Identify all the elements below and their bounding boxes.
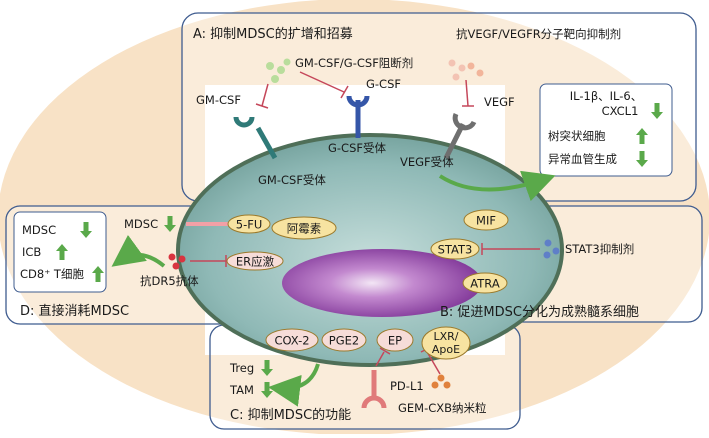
oval-5fu [227, 214, 271, 234]
oval-cox2-label: COX-2 [274, 333, 309, 347]
oval-lxr-apoe-label-2: ApoE [432, 343, 460, 356]
oval-doxorubicin-label: 阿霉素 [287, 221, 322, 235]
stat3-inhibitor-label: STAT3抑制剂 [565, 242, 634, 256]
gmcsf-receptor-label: GM-CSF受体 [258, 173, 326, 187]
vegf-ligand-dots [467, 62, 484, 77]
oval-ep [376, 328, 414, 352]
gcsf-label: G-CSF [366, 77, 401, 91]
oval-pge2-label: PGE2 [329, 333, 359, 347]
oval-mif-label: MIF [476, 213, 496, 227]
oval-atra-label: ATRA [470, 276, 500, 290]
gmcsf-label: GM-CSF [196, 93, 241, 107]
oval-cox2 [265, 328, 319, 352]
mdsc-nucleus [282, 249, 482, 317]
oval-atra [462, 272, 508, 294]
oval-5fu-label: 5-FU [236, 217, 263, 231]
oval-pge2 [321, 328, 367, 352]
oval-ep-label: EP [388, 333, 402, 347]
panel-d-effect-0-arrow [80, 222, 92, 238]
vegf-to-effects-arrow [438, 170, 556, 202]
antibody-to-er-inhibit [190, 255, 227, 267]
panel-d-effect-0: MDSC [22, 223, 56, 237]
panel-c-title: C: 抑制MDSC的功能 [230, 407, 351, 423]
oval-lxr-apoe-label-1: LXR/ [433, 330, 458, 343]
panel-a-effect-3: 异常血管生成 [548, 152, 617, 166]
oval-doxorubicin [271, 216, 337, 240]
panel-a-effect-1-arrow [651, 103, 663, 119]
ep-to-pdl1-inhibit [375, 347, 391, 367]
panel-a-effect-2-arrow [636, 128, 648, 144]
pdl1-label: PD-L1 [390, 379, 424, 393]
panel-a-effect-2: 树突状细胞 [548, 129, 606, 143]
panel-a-effect-3-arrow [636, 151, 648, 167]
vegf-receptor-label: VEGF受体 [400, 155, 454, 169]
panel-d-effect-2: CD8⁺ T细胞 [20, 267, 84, 281]
oval-stat3-label: STAT3 [438, 242, 473, 256]
oval-er-stress-label: ER应激 [236, 254, 275, 268]
panel-d-effect-2-arrow [92, 266, 104, 282]
panel-d-title: D: 直接消耗MDSC [20, 303, 129, 319]
oval-mif [463, 209, 509, 231]
pdl1-receptor [361, 370, 387, 409]
panel-c-effect-1: TAM [229, 383, 254, 397]
panel-a-effects-box [539, 83, 673, 177]
panel-d-mdsc-arrow [164, 216, 176, 232]
pge2-to-effects-arrow [268, 363, 320, 407]
panel-d-effect-1: ICB [22, 245, 41, 259]
panel-d-mdsc-label: MDSC [124, 217, 158, 231]
oval-er-stress [226, 251, 284, 271]
nano-dots [431, 374, 451, 389]
oval-lxr-apoe [421, 326, 471, 360]
vegf-receptor [443, 112, 477, 160]
panel-c-effect-0-arrow [261, 360, 273, 376]
gmcsf-ligand-dots [266, 58, 291, 83]
gmcsf-receptor [233, 116, 278, 160]
anti-vegf-label: 抗VEGF/VEGFR分子靶向抑制剂 [456, 27, 621, 41]
stat3-inhibit-line [481, 243, 540, 255]
nano-label: GEM-CXB纳米粒 [398, 401, 487, 415]
oval-stat3 [430, 238, 480, 260]
panel-a-inhibitions [255, 71, 474, 109]
panel-b-title: B: 促进MDSC分化为成熟髓系细胞 [440, 304, 639, 320]
gcsf-receptor-label: G-CSF受体 [328, 141, 387, 155]
panel-a-title: A: 抑制MDSC的扩增和招募 [193, 26, 353, 42]
vegf-label: VEGF [484, 95, 515, 109]
gm-gcsf-blocker-label: GM-CSF/G-CSF阻断剂 [295, 56, 413, 70]
panel-a-effect-0: IL-1β、IL-6、 [570, 89, 642, 103]
panel-a-effect-1: CXCL1 [602, 104, 639, 118]
panel-d-effect-1-arrow [56, 244, 68, 260]
antibody-to-effects-arrow [111, 234, 166, 268]
stat3-inhibitor-dots [543, 239, 560, 259]
antibody-dots [168, 253, 186, 270]
antibody-label: 抗DR5抗体 [140, 274, 199, 288]
panel-c-effect-0: Treg [229, 361, 254, 375]
gcsf-receptor [346, 95, 370, 138]
panel-c-effect-1-arrow [261, 382, 273, 398]
gcsf-ligand-dots [448, 59, 466, 81]
